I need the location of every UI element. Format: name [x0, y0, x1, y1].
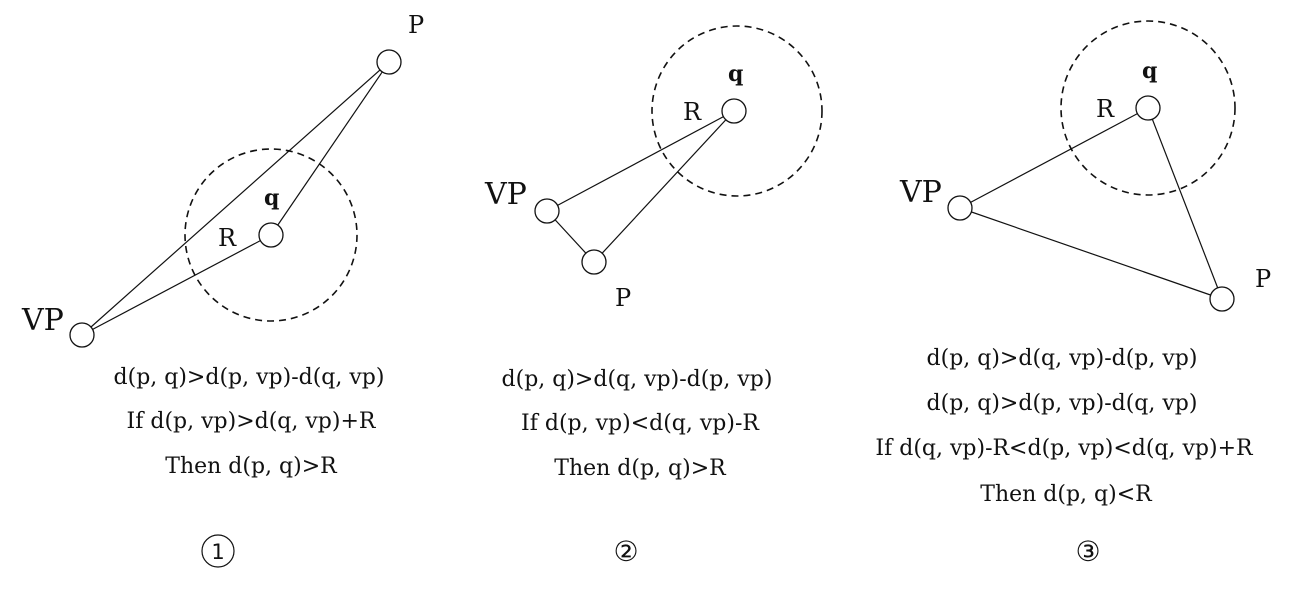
node-q [721, 98, 747, 124]
label-p: P [408, 11, 424, 39]
equation-line-4: Then d(p, q)<R [980, 482, 1153, 507]
label-p: P [615, 284, 631, 312]
equation-line-1: d(p, q)>d(q, vp)-d(p, vp) [502, 367, 773, 392]
node-p [581, 249, 607, 275]
query-radius-circle [184, 148, 358, 322]
query-radius-circle [1060, 20, 1236, 196]
edge-vp-q [546, 110, 735, 212]
equation-line-1: d(p, q)>d(p, vp)-d(q, vp) [114, 365, 385, 390]
label-p: P [1255, 265, 1271, 293]
equation-line-3: If d(q, vp)-R<d(p, vp)<d(q, vp)+R [875, 436, 1254, 461]
edge-vp-q [959, 107, 1149, 209]
label-r: R [683, 98, 702, 126]
query-radius-circle [651, 25, 823, 197]
node-vp [69, 322, 95, 348]
edge-vp-q [81, 234, 272, 336]
label-vp: VP [21, 303, 64, 338]
panel-3: q R VP P d(p, q)>d(q, vp)-d(p, vp) d(p, … [875, 20, 1271, 568]
equation-line-3: Then d(p, q)>R [165, 454, 338, 479]
panel-number: 1 [211, 540, 224, 564]
label-q: q [264, 185, 279, 211]
node-p [1209, 286, 1235, 312]
label-vp: VP [484, 177, 527, 212]
panel-1: P q R VP d(p, q)>d(p, vp)-d(q, vp) If d(… [21, 11, 424, 568]
edge-vp-p [81, 61, 390, 336]
panel-2: q R VP P d(p, q)>d(q, vp)-d(p, vp) If d(… [484, 25, 823, 568]
label-q: q [728, 61, 743, 87]
node-q [258, 222, 284, 248]
panel-number: ② [613, 535, 638, 568]
edge-q-p [1147, 107, 1223, 300]
equation-line-2: If d(p, vp)<d(q, vp)-R [521, 411, 760, 436]
equation-line-2: d(p, q)>d(p, vp)-d(q, vp) [927, 391, 1198, 416]
label-r: R [1096, 95, 1115, 123]
node-q [1135, 95, 1161, 121]
node-p [376, 49, 402, 75]
panel-number: ③ [1075, 535, 1100, 568]
label-vp: VP [899, 175, 942, 210]
equation-line-1: d(p, q)>d(q, vp)-d(p, vp) [927, 346, 1198, 371]
edge-vp-p [959, 207, 1223, 300]
edge-p-q [270, 61, 390, 236]
label-r: R [218, 224, 237, 252]
node-vp [534, 198, 560, 224]
equation-line-3: Then d(p, q)>R [554, 456, 727, 481]
edge-p-q [593, 110, 735, 263]
equation-line-2: If d(p, vp)>d(q, vp)+R [127, 409, 377, 434]
panel-number-circle [201, 534, 235, 568]
node-vp [947, 195, 973, 221]
label-q: q [1142, 58, 1157, 84]
